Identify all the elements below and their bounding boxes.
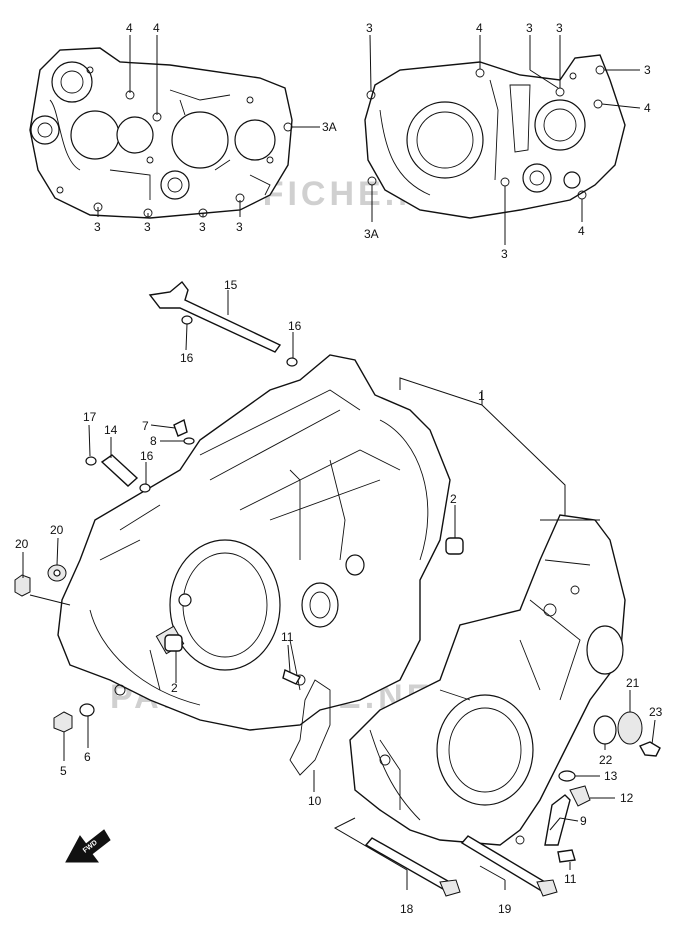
callout-3: 3 [644, 63, 651, 77]
callout-16: 16 [288, 319, 302, 333]
callout-4: 4 [476, 21, 483, 35]
plug-pipe [100, 454, 139, 487]
callout-3: 3 [526, 21, 533, 35]
callout-13: 13 [604, 769, 618, 783]
callout-3: 3 [94, 220, 101, 234]
callout-5: 5 [60, 764, 67, 778]
callout-16: 16 [140, 449, 154, 463]
callout-10: 10 [308, 794, 322, 808]
callout-18: 18 [400, 902, 414, 916]
right-crankcase-half [349, 514, 626, 846]
callout-4: 4 [153, 21, 160, 35]
callout-2: 2 [171, 681, 178, 695]
callout-2: 2 [450, 492, 457, 506]
callout-12: 12 [620, 791, 634, 805]
bolt-19 [460, 835, 551, 894]
oil-pipe [148, 280, 282, 353]
callout-20: 20 [50, 523, 64, 537]
callout-3: 3 [366, 21, 373, 35]
callout-14: 14 [104, 423, 118, 437]
callout-15: 15 [224, 278, 238, 292]
callout-7: 7 [142, 419, 149, 433]
callout-1: 1 [478, 389, 485, 403]
callout-11: 11 [281, 630, 294, 644]
callout-23: 23 [649, 705, 663, 719]
main-leader-lines [22, 290, 656, 890]
callout-3: 3 [556, 21, 563, 35]
callout-22: 22 [599, 753, 613, 767]
callout-6: 6 [84, 750, 91, 764]
gasket [289, 679, 331, 776]
callout-4: 4 [578, 224, 585, 238]
callout-3: 3 [501, 247, 508, 261]
fwd-arrow-icon: FWD [65, 829, 111, 863]
callout-19: 19 [498, 902, 512, 916]
small-parts [14, 280, 661, 897]
callout-3: 3 [199, 220, 206, 234]
callout-16: 16 [180, 351, 194, 365]
right-case-bolt-layout [364, 54, 626, 219]
callout-3: 3 [144, 220, 151, 234]
callout-3: 3 [236, 220, 243, 234]
callout-labels: 4 4 3A 3 3 3 3 3 4 3 3 3 4 3A 3 4 15 16 … [15, 21, 663, 916]
callout-21: 21 [626, 676, 640, 690]
callout-4: 4 [644, 101, 651, 115]
callout-4: 4 [126, 21, 133, 35]
callout-17: 17 [83, 410, 97, 424]
callout-8: 8 [150, 434, 157, 448]
callout-3a: 3A [322, 120, 337, 134]
callout-3a: 3A [364, 227, 379, 241]
left-crankcase-half [57, 354, 451, 731]
left-case-bolt-layout [29, 47, 293, 219]
top-leader-lines [97, 34, 641, 245]
callout-9: 9 [580, 814, 587, 828]
callout-20: 20 [15, 537, 29, 551]
callout-11: 11 [564, 872, 577, 886]
